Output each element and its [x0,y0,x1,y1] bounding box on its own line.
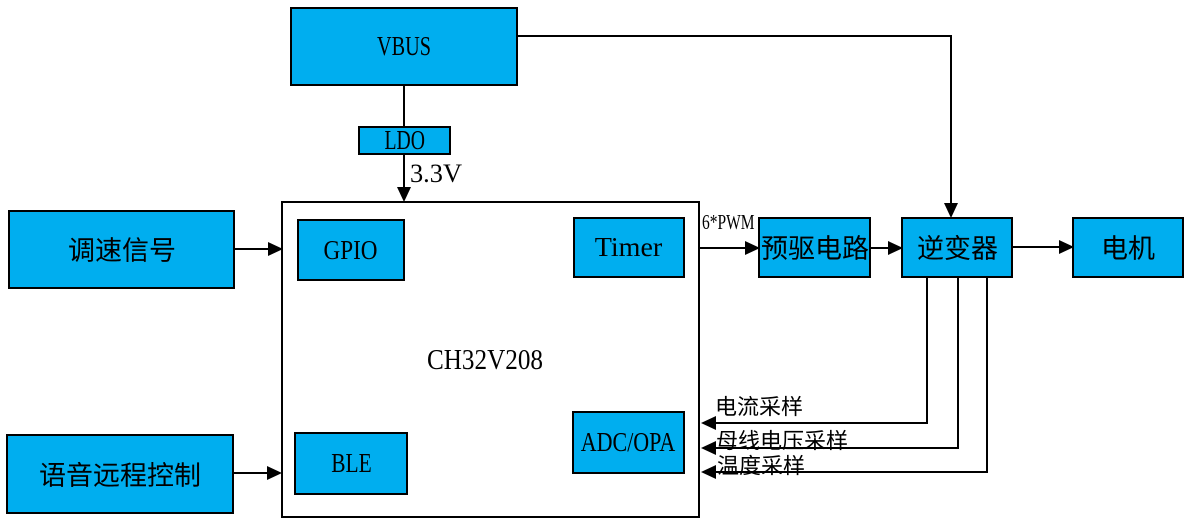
label-ldo-output-voltage: 3.3V [410,159,462,188]
block-voice-remote-control [6,434,234,514]
block-ble: BLE [294,432,408,495]
block-mcu-label: CH32V208 [426,344,543,376]
label-current-sampling [715,395,803,417]
wire-temperature-sampling [714,277,988,473]
arrowhead-voice-to-mcu [267,466,282,480]
label-bus-voltage-sampling [716,429,848,451]
block-vbus-label: VBUS [376,31,432,61]
block-gpio: GPIO [297,219,405,281]
block-timer: Timer [573,217,685,278]
block-voice-remote-control-label [39,461,201,488]
arrowhead-speed-to-mcu [268,242,283,256]
label-pwm-signal: 6*PWM [702,210,755,234]
label-temperature-sampling [717,454,805,476]
block-timer-label: Timer [595,232,663,262]
arrowhead-temperature-sampling [701,465,716,479]
block-speed-signal [8,210,235,289]
block-inverter-label [917,234,998,261]
arrowhead-timer-to-predriver [745,241,760,255]
arrowhead-bus-voltage-sampling [701,441,716,455]
arrowhead-inverter-to-motor [1059,240,1074,254]
block-vbus: VBUS [290,7,518,86]
arrowhead-current-sampling [701,416,716,430]
block-motor-label [1101,234,1155,261]
block-ble-label: BLE [330,448,372,478]
block-inverter [901,217,1013,278]
block-predriver-circuit [758,217,871,278]
block-predriver-circuit-label [761,234,869,261]
block-speed-signal-label [68,236,176,263]
wire-current-sampling [714,277,928,424]
block-motor [1072,217,1184,278]
block-adc-opa: ADC/OPA [572,411,685,474]
wire-vbus-to-inverter [517,35,952,204]
block-adc-opa-label: ADC/OPA [581,427,676,457]
arrowhead-vbus-to-inverter [944,203,958,218]
block-ldo-label: LDO [384,125,425,155]
block-gpio-label: GPIO [323,234,378,265]
arrowhead-predriver-to-inverter [888,241,903,255]
block-ldo: LDO [358,126,451,155]
arrowhead-ldo-to-mcu [397,187,411,202]
